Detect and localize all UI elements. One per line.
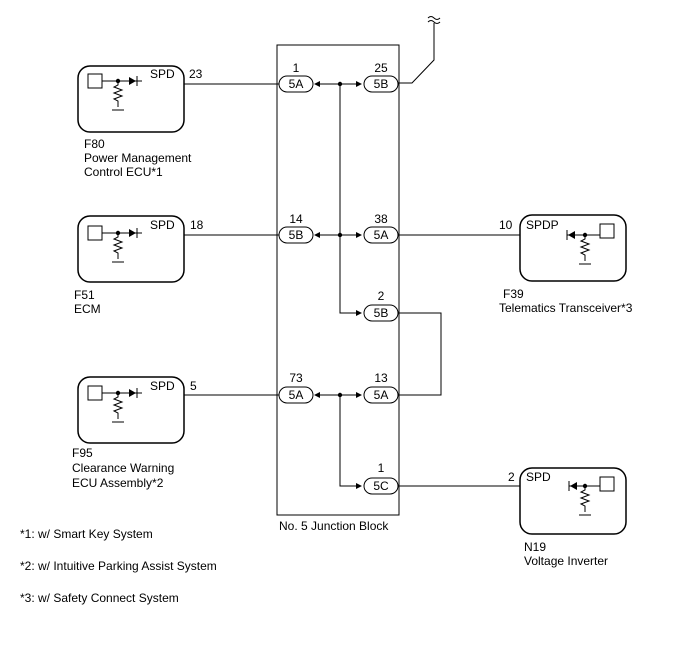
svg-text:Voltage Inverter: Voltage Inverter bbox=[524, 554, 608, 568]
internal-bus-upper bbox=[339, 84, 359, 314]
svg-text:N19: N19 bbox=[524, 540, 546, 554]
splice-dot bbox=[337, 81, 343, 87]
jb-pin-1-5C: 5C 1 bbox=[363, 461, 399, 495]
diode-icon bbox=[129, 229, 136, 237]
svg-text:5A: 5A bbox=[289, 388, 304, 402]
svg-text:ECM: ECM bbox=[74, 302, 101, 316]
svg-text:1: 1 bbox=[293, 61, 300, 75]
resistor-icon bbox=[112, 81, 124, 111]
splice-dot bbox=[337, 392, 343, 398]
arrow-right bbox=[356, 483, 362, 489]
arrow-right bbox=[356, 232, 362, 238]
wire-break-mark bbox=[427, 16, 441, 24]
svg-text:5B: 5B bbox=[374, 306, 389, 320]
resistor-icon bbox=[579, 486, 591, 516]
junction-block-label: No. 5 Junction Block bbox=[279, 519, 389, 533]
junction-block-outline bbox=[276, 44, 400, 516]
ecu-n19: SPD 2 N19 Voltage Inverter bbox=[508, 467, 627, 568]
svg-text:5C: 5C bbox=[373, 479, 389, 493]
svg-text:1: 1 bbox=[378, 461, 385, 475]
svg-text:5: 5 bbox=[190, 379, 197, 393]
jb-pin-38-5A: 5A 38 bbox=[363, 212, 399, 244]
jb-pin-2-5B: 5B 2 bbox=[363, 289, 399, 322]
arrow-right bbox=[356, 392, 362, 398]
svg-text:38: 38 bbox=[374, 212, 388, 226]
note-3: *3: w/ Safety Connect System bbox=[20, 591, 179, 605]
svg-text:5A: 5A bbox=[374, 388, 389, 402]
arrow-right bbox=[356, 310, 362, 316]
svg-text:5A: 5A bbox=[374, 228, 389, 242]
jb-pin-14-5B: 5B 14 bbox=[278, 212, 314, 244]
svg-text:Telematics Transceiver*3: Telematics Transceiver*3 bbox=[499, 301, 633, 315]
svg-text:73: 73 bbox=[289, 371, 303, 385]
svg-text:Clearance Warning: Clearance Warning bbox=[72, 461, 174, 475]
arrow-left bbox=[314, 392, 320, 398]
svg-text:14: 14 bbox=[289, 212, 303, 226]
arrow-left bbox=[314, 232, 320, 238]
svg-text:Control ECU*1: Control ECU*1 bbox=[84, 165, 163, 179]
svg-text:ECU Assembly*2: ECU Assembly*2 bbox=[72, 476, 164, 490]
svg-text:F51: F51 bbox=[74, 288, 95, 302]
splice-dot bbox=[337, 232, 343, 238]
wire-pin25-up bbox=[398, 23, 435, 84]
svg-text:10: 10 bbox=[499, 218, 513, 232]
svg-text:23: 23 bbox=[189, 67, 203, 81]
diode-icon bbox=[129, 77, 136, 85]
jb-pin-73-5A: 5A 73 bbox=[278, 371, 314, 404]
arrow-left bbox=[314, 81, 320, 87]
internal-bus-lower bbox=[339, 395, 359, 487]
jb-pin-1-5A: 5A 1 bbox=[278, 61, 314, 93]
ecu-f39: SPDP 10 F39 Telematics Transceiver*3 bbox=[499, 214, 633, 315]
svg-text:5B: 5B bbox=[289, 228, 304, 242]
svg-text:13: 13 bbox=[374, 371, 388, 385]
resistor-icon bbox=[112, 393, 124, 423]
svg-text:SPD: SPD bbox=[150, 379, 175, 393]
diode-icon bbox=[129, 389, 136, 397]
svg-text:SPDP: SPDP bbox=[526, 218, 559, 232]
svg-text:25: 25 bbox=[374, 61, 388, 75]
jb-pin-13-5A: 5A 13 bbox=[363, 371, 399, 404]
svg-text:F95: F95 bbox=[72, 446, 93, 460]
svg-text:Power Management: Power Management bbox=[84, 151, 192, 165]
resistor-icon bbox=[112, 233, 124, 263]
svg-text:F80: F80 bbox=[84, 137, 105, 151]
svg-text:5B: 5B bbox=[374, 77, 389, 91]
note-1: *1: w/ Smart Key System bbox=[20, 527, 153, 541]
diode-icon bbox=[570, 482, 577, 490]
svg-text:SPD: SPD bbox=[526, 470, 551, 484]
ecu-f51: SPD 18 F51 ECM bbox=[74, 215, 204, 316]
resistor-icon bbox=[579, 235, 591, 265]
svg-text:18: 18 bbox=[190, 218, 204, 232]
ecu-square-icon bbox=[599, 476, 615, 492]
ecu-f80: SPD 23 F80 Power Management Control ECU*… bbox=[77, 65, 203, 179]
svg-text:SPD: SPD bbox=[150, 67, 175, 81]
jb-pin-25-5B: 5B 25 bbox=[363, 61, 399, 93]
svg-text:F39: F39 bbox=[503, 287, 524, 301]
note-2: *2: w/ Intuitive Parking Assist System bbox=[20, 559, 217, 573]
svg-text:2: 2 bbox=[378, 289, 385, 303]
svg-text:2: 2 bbox=[508, 470, 515, 484]
svg-text:SPD: SPD bbox=[150, 218, 175, 232]
svg-text:5A: 5A bbox=[289, 77, 304, 91]
diode-icon bbox=[568, 231, 575, 239]
ecu-f95: SPD 5 F95 Clearance Warning ECU Assembly… bbox=[72, 376, 197, 490]
arrow-right bbox=[356, 81, 362, 87]
wire-loop-2-13 bbox=[398, 312, 442, 396]
ecu-square-icon bbox=[599, 223, 615, 239]
